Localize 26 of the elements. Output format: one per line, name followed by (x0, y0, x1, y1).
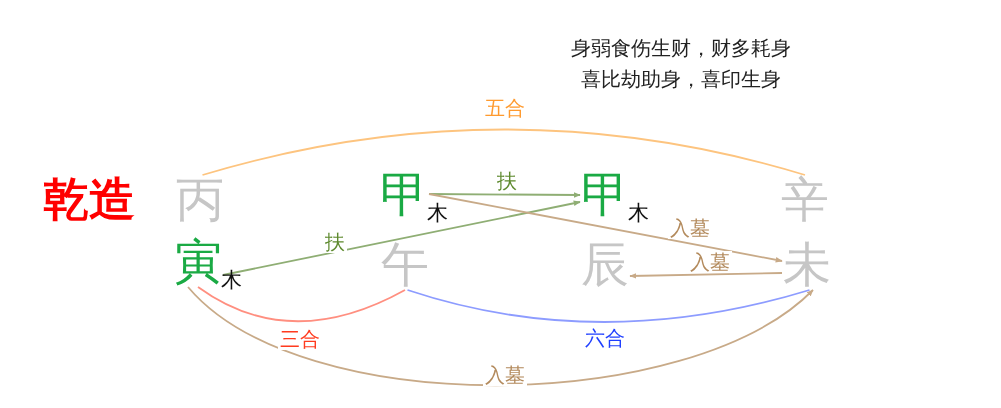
arrow (428, 193, 783, 263)
arrow (187, 286, 814, 387)
connector-line (197, 286, 406, 323)
edge-label: 入墓 (688, 251, 732, 273)
edge-label: 五合 (483, 97, 527, 119)
branch-character: 辰 (580, 240, 630, 290)
connector-line (201, 128, 806, 176)
connector-line (406, 289, 811, 323)
edge-label: 六合 (583, 327, 627, 349)
stem-character: 辛 (780, 175, 830, 225)
note-text: 身弱食伤生财，财多耗身 (571, 35, 791, 61)
edge-label: 入墓 (668, 217, 712, 239)
element-annotation: 木 (427, 202, 448, 224)
note-text: 喜比劫助身，喜印生身 (581, 66, 781, 92)
edge-label: 扶 (323, 231, 347, 253)
element-annotation: 木 (628, 202, 649, 224)
edge-label: 扶 (495, 170, 519, 192)
branch-character: 未 (782, 240, 832, 290)
arrow (428, 192, 581, 198)
chart-label: 乾造 (43, 172, 135, 227)
edge-label: 入墓 (483, 364, 527, 386)
branch-character: 午 (380, 240, 430, 290)
stem-character: 丙 (175, 175, 225, 225)
edge-label: 三合 (278, 328, 322, 350)
arrow (629, 272, 783, 279)
element-annotation: 木 (221, 269, 242, 291)
